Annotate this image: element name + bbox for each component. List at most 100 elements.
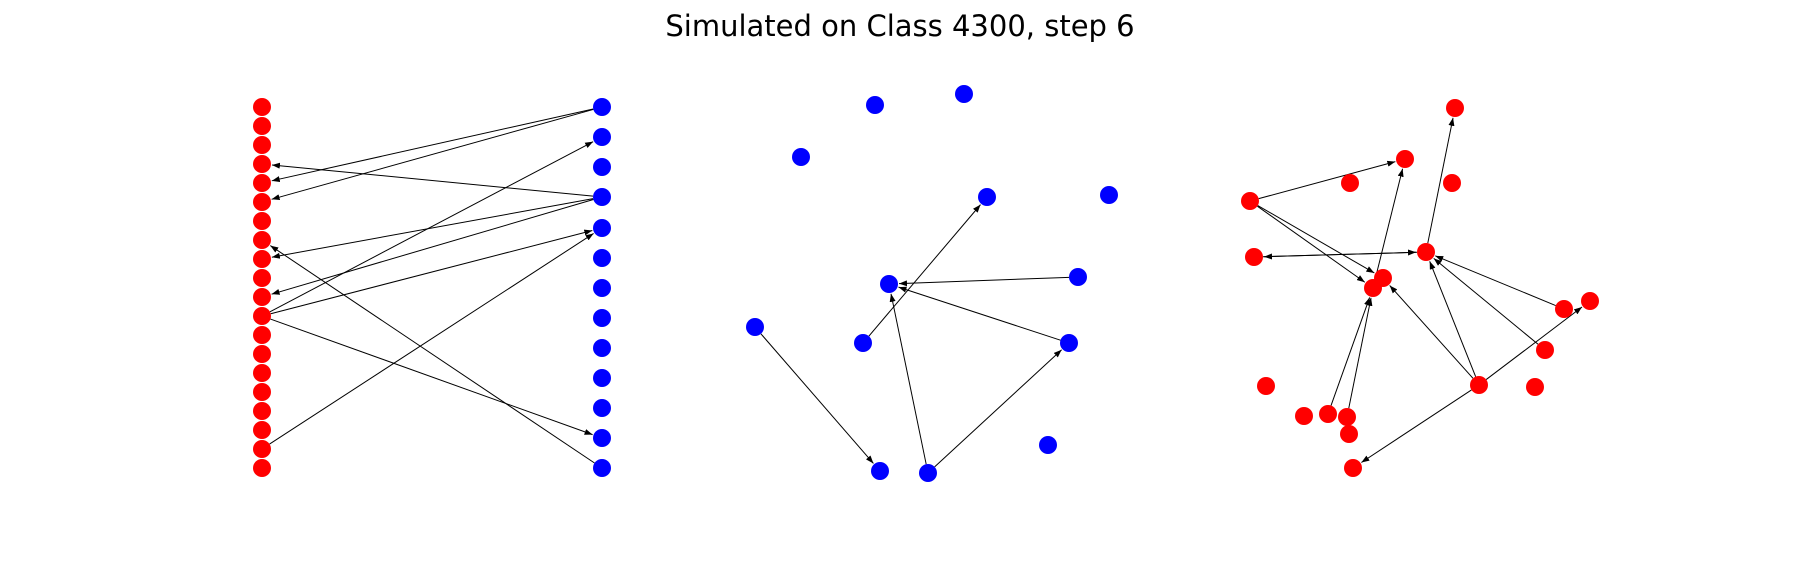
- node-red-graph-8: [1364, 279, 1382, 297]
- node-bipartite-13: [253, 345, 271, 363]
- node-red-graph-0: [1446, 99, 1464, 117]
- edge-bipartite-0: [271, 108, 594, 183]
- edge-bipartite-5: [269, 141, 594, 313]
- node-bipartite-7: [253, 231, 271, 249]
- node-bipartite-18: [253, 440, 271, 458]
- node-red-graph-15: [1295, 407, 1313, 425]
- edge-blue-graph-5: [934, 349, 1062, 468]
- node-red-graph-10: [1555, 300, 1573, 318]
- node-red-graph-5: [1245, 248, 1263, 266]
- edge-red-graph-2: [1257, 205, 1366, 283]
- node-bipartite-20: [593, 98, 611, 116]
- node-bipartite-6: [253, 212, 271, 230]
- edge-blue-graph-1: [898, 276, 1070, 287]
- node-bipartite-10: [253, 288, 271, 306]
- node-bipartite-23: [593, 188, 611, 206]
- edge-red-graph-11: [1389, 285, 1474, 379]
- node-bipartite-28: [593, 339, 611, 357]
- node-red-graph-1: [1396, 150, 1414, 168]
- node-red-graph-16: [1319, 405, 1337, 423]
- edge-bipartite-1: [271, 108, 594, 201]
- edge-red-graph-10: [1433, 257, 1539, 345]
- node-blue-graph-0: [866, 96, 884, 114]
- node-bipartite-3: [253, 155, 271, 173]
- node-red-graph-19: [1344, 459, 1362, 477]
- node-bipartite-11: [253, 307, 271, 325]
- node-bipartite-4: [253, 174, 271, 192]
- figure-title: Simulated on Class 4300, step 6: [665, 9, 1135, 43]
- node-bipartite-21: [593, 128, 611, 146]
- node-blue-graph-5: [880, 275, 898, 293]
- edge-red-graph-7: [1330, 297, 1371, 406]
- edge-red-graph-5: [1427, 117, 1455, 244]
- node-bipartite-15: [253, 383, 271, 401]
- node-bipartite-32: [593, 459, 611, 477]
- node-bipartite-22: [593, 158, 611, 176]
- node-red-graph-6: [1417, 243, 1435, 261]
- node-bipartite-5: [253, 193, 271, 211]
- node-blue-graph-3: [978, 188, 996, 206]
- node-bipartite-14: [253, 364, 271, 382]
- edge-bipartite-4: [271, 199, 594, 295]
- node-bipartite-30: [593, 399, 611, 417]
- edge-bipartite-9: [270, 245, 595, 464]
- node-bipartite-2: [253, 136, 271, 154]
- node-bipartite-26: [593, 279, 611, 297]
- edge-blue-graph-3: [760, 333, 874, 464]
- edge-blue-graph-2: [898, 286, 1061, 341]
- node-blue-graph-2: [792, 148, 810, 166]
- edge-blue-graph-4: [889, 293, 927, 465]
- edge-red-graph-12: [1429, 261, 1477, 377]
- node-blue-graph-6: [1069, 268, 1087, 286]
- panel-blue-graph: [746, 85, 1118, 482]
- node-red-graph-9: [1581, 292, 1599, 310]
- node-bipartite-1: [253, 117, 271, 135]
- edge-red-graph-4: [1262, 249, 1417, 258]
- node-blue-graph-7: [746, 318, 764, 336]
- node-red-graph-3: [1443, 174, 1461, 192]
- panel-bipartite: [253, 98, 611, 477]
- node-red-graph-2: [1341, 174, 1359, 192]
- node-blue-graph-10: [1039, 436, 1057, 454]
- node-blue-graph-9: [1060, 334, 1078, 352]
- edge-red-graph-1: [1257, 205, 1375, 274]
- node-blue-graph-12: [919, 464, 937, 482]
- edge-red-graph-13: [1361, 389, 1472, 463]
- edge-red-graph-9: [1435, 255, 1556, 307]
- node-blue-graph-1: [955, 85, 973, 103]
- node-bipartite-0: [253, 98, 271, 116]
- node-bipartite-17: [253, 421, 271, 439]
- edge-bipartite-8: [269, 233, 594, 445]
- edge-red-graph-14: [1485, 306, 1583, 380]
- node-bipartite-25: [593, 249, 611, 267]
- node-red-graph-17: [1338, 408, 1356, 426]
- node-red-graph-4: [1241, 192, 1259, 210]
- node-red-graph-11: [1536, 341, 1554, 359]
- edge-bipartite-7: [270, 318, 593, 436]
- edge-red-graph-0: [1258, 160, 1396, 200]
- node-bipartite-8: [253, 250, 271, 268]
- node-blue-graph-11: [871, 462, 889, 480]
- node-bipartite-31: [593, 429, 611, 447]
- node-bipartite-16: [253, 402, 271, 420]
- node-red-graph-12: [1257, 377, 1275, 395]
- node-bipartite-19: [253, 459, 271, 477]
- edge-red-graph-6: [1374, 168, 1404, 280]
- node-bipartite-27: [593, 309, 611, 327]
- node-blue-graph-4: [1100, 186, 1118, 204]
- node-red-graph-14: [1526, 378, 1544, 396]
- node-red-graph-18: [1340, 425, 1358, 443]
- node-bipartite-29: [593, 369, 611, 387]
- node-bipartite-24: [593, 219, 611, 237]
- edge-blue-graph-0: [868, 204, 981, 337]
- edge-red-graph-8: [1348, 297, 1373, 409]
- node-bipartite-12: [253, 326, 271, 344]
- node-blue-graph-8: [854, 334, 872, 352]
- edge-bipartite-6: [270, 229, 593, 315]
- node-red-graph-13: [1470, 376, 1488, 394]
- edge-bipartite-2: [271, 162, 594, 197]
- node-bipartite-9: [253, 269, 271, 287]
- panel-red-graph: [1241, 99, 1599, 477]
- edge-bipartite-3: [271, 198, 594, 259]
